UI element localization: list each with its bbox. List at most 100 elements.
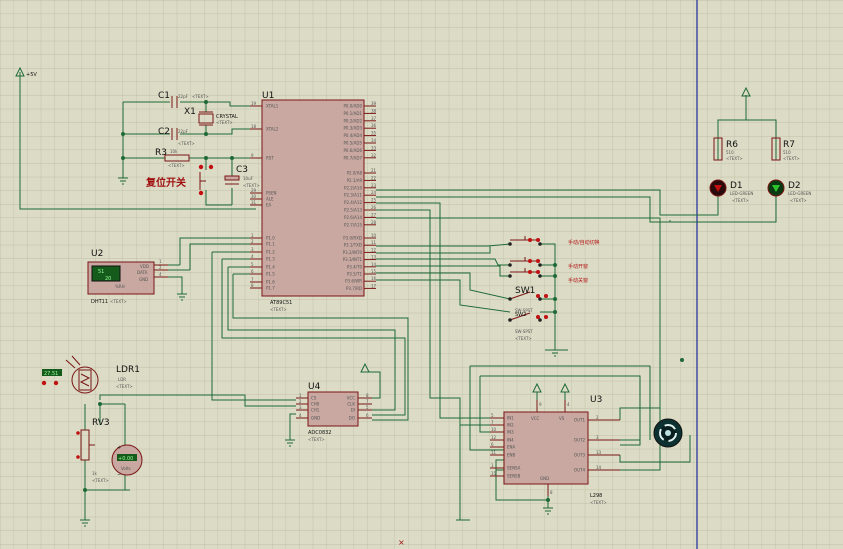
u1-pin-name: P2.0/A8 bbox=[347, 171, 363, 176]
u4-pin-name: CS bbox=[311, 396, 317, 401]
c2-text: <TEXT> bbox=[178, 141, 195, 146]
u1-pin-name: P3.2/INT0 bbox=[343, 250, 363, 255]
u1-microcontroller[interactable]: U1 AT89C51 <TEXT> 19XTAL118XTAL29RST29PS… bbox=[250, 91, 377, 312]
u1-pin-num: 12 bbox=[371, 247, 377, 252]
u1-pin-num: 19 bbox=[251, 101, 257, 106]
u2-display: 51 bbox=[98, 269, 104, 275]
u1-pin-name: P0.1/AD1 bbox=[344, 111, 363, 116]
u2-rh: %RH bbox=[115, 284, 125, 289]
u4-part: ADC0832 bbox=[308, 430, 332, 436]
u1-ref: U1 bbox=[262, 91, 274, 101]
u3-pin-name: VS bbox=[559, 416, 565, 421]
u1-pin-name: P2.4/A12 bbox=[344, 200, 362, 205]
r7-ref: R7 bbox=[783, 140, 795, 150]
ldr1-part: LDR bbox=[118, 377, 126, 382]
u3-pin-num: 13 bbox=[596, 450, 602, 455]
u1-pin-name: P2.3/A11 bbox=[344, 193, 362, 198]
u4-text: <TEXT> bbox=[308, 437, 325, 442]
u1-part: AT89C51 bbox=[270, 300, 292, 306]
u1-pin-name: XTAL1 bbox=[266, 104, 279, 109]
c1-value: 22pF bbox=[178, 94, 189, 99]
u1-pin-num: 29 bbox=[251, 188, 257, 193]
c3-text: <TEXT> bbox=[243, 183, 260, 188]
d1-part: LED-GREEN bbox=[730, 191, 753, 196]
r3-ref: R3 bbox=[155, 148, 167, 158]
u1-pin-name: RST bbox=[266, 156, 274, 161]
u1-pin-num: 14 bbox=[371, 262, 377, 267]
u1-pin-num: 37 bbox=[371, 116, 377, 121]
u1-pin-num: 22 bbox=[371, 175, 377, 180]
u3-pin-name: OUT3 bbox=[574, 453, 586, 458]
button-close-window-label: 手动关窗 bbox=[568, 277, 588, 284]
rv3-value: 1k bbox=[92, 471, 98, 476]
u1-pin-name: P3.7/RD bbox=[346, 286, 362, 291]
d1-text: <TEXT> bbox=[732, 198, 749, 203]
u2-pin-data: DATA bbox=[137, 270, 148, 275]
u1-pin-num: 13 bbox=[371, 255, 377, 260]
u1-pin-num: 26 bbox=[371, 205, 377, 210]
u3-pin-num: 11 bbox=[491, 450, 497, 455]
c3-ref: C3 bbox=[236, 165, 248, 175]
u1-pin-name: P0.7/AD7 bbox=[344, 155, 363, 160]
d2-part: LED-GREEN bbox=[788, 191, 811, 196]
reset-label: 复位开关 bbox=[145, 176, 186, 189]
u1-pin-num: 25 bbox=[371, 198, 377, 203]
u1-pin-num: 32 bbox=[371, 153, 377, 158]
u4-pin-name: GND bbox=[311, 416, 320, 421]
r3-value: 10k bbox=[170, 149, 178, 154]
u3-pin-name: SENSB bbox=[507, 474, 521, 479]
u1-pin-name: P1.6 bbox=[266, 280, 275, 285]
u4-pin-name: CH1 bbox=[311, 408, 320, 413]
volts-minus: − bbox=[117, 472, 121, 478]
c1-ref: C1 bbox=[158, 91, 170, 101]
sw2-part: SW-SPST bbox=[515, 329, 533, 334]
u1-pin-num: 28 bbox=[371, 220, 377, 225]
u1-pin-num: 34 bbox=[371, 138, 377, 143]
u3-pin-name: IN3 bbox=[507, 430, 514, 435]
u1-pin-num: 11 bbox=[371, 240, 377, 245]
u1-pin-name: P0.3/AD3 bbox=[344, 126, 363, 131]
r6-text: <TEXT> bbox=[726, 156, 743, 161]
u3-pin-name: OUT2 bbox=[574, 438, 586, 443]
r6-ref: R6 bbox=[726, 140, 738, 150]
u1-pin-num: 27 bbox=[371, 212, 377, 217]
u1-pin-name: P3.4/T0 bbox=[347, 264, 363, 269]
u1-pin-name: P0.4/AD4 bbox=[344, 133, 363, 138]
ldr1-text: <TEXT> bbox=[116, 384, 133, 389]
u3-ref: U3 bbox=[590, 395, 602, 405]
u2-pin-vdd: VDD bbox=[140, 264, 149, 269]
u3-pin-name: OUT4 bbox=[574, 468, 586, 473]
dc-motor[interactable] bbox=[654, 419, 682, 447]
u3-pin-name: IN4 bbox=[507, 438, 514, 443]
u1-pin-num: 35 bbox=[371, 131, 377, 136]
u3-pin-name: VCC bbox=[531, 416, 540, 421]
u1-pin-name: P3.1/TXD bbox=[344, 243, 362, 248]
ldr1-ref: LDR1 bbox=[116, 365, 140, 375]
u1-pin-name: P2.2/A10 bbox=[344, 185, 362, 190]
u1-pin-num: 16 bbox=[371, 276, 377, 281]
u1-pin-num: 10 bbox=[371, 233, 377, 238]
u4-pin-name: CLK bbox=[347, 402, 355, 407]
u2-pin-gnd: GND bbox=[139, 277, 148, 282]
u1-pin-name: P0.2/AD2 bbox=[344, 118, 363, 123]
u3-pin-num: 10 bbox=[491, 427, 497, 432]
u4-ref: U4 bbox=[308, 382, 321, 392]
u3-pin-name: IN2 bbox=[507, 423, 514, 428]
u1-pin-num: 33 bbox=[371, 145, 377, 150]
r3-text: <TEXT> bbox=[168, 163, 185, 168]
u4-pin-name: DO bbox=[349, 416, 355, 421]
u1-pin-num: 38 bbox=[371, 108, 377, 113]
u1-pin-name: P0.6/AD6 bbox=[344, 148, 363, 153]
u4-pin-name: CH0 bbox=[311, 402, 320, 407]
rv3-ref: RV3 bbox=[92, 418, 110, 428]
u1-pin-name: P2.1/A9 bbox=[347, 178, 363, 183]
u1-pin-num: 39 bbox=[371, 101, 377, 106]
u1-pin-name: P0.5/AD5 bbox=[344, 141, 363, 146]
sw2-ref: SW2 bbox=[515, 312, 526, 318]
u1-pin-num: 21 bbox=[371, 168, 377, 173]
u1-pin-name: PSEN bbox=[266, 191, 276, 196]
u1-pin-name: P3.6/WR bbox=[345, 279, 362, 284]
x1-text: <TEXT> bbox=[216, 120, 233, 125]
u1-pin-name: P3.0/RXD bbox=[343, 236, 362, 241]
